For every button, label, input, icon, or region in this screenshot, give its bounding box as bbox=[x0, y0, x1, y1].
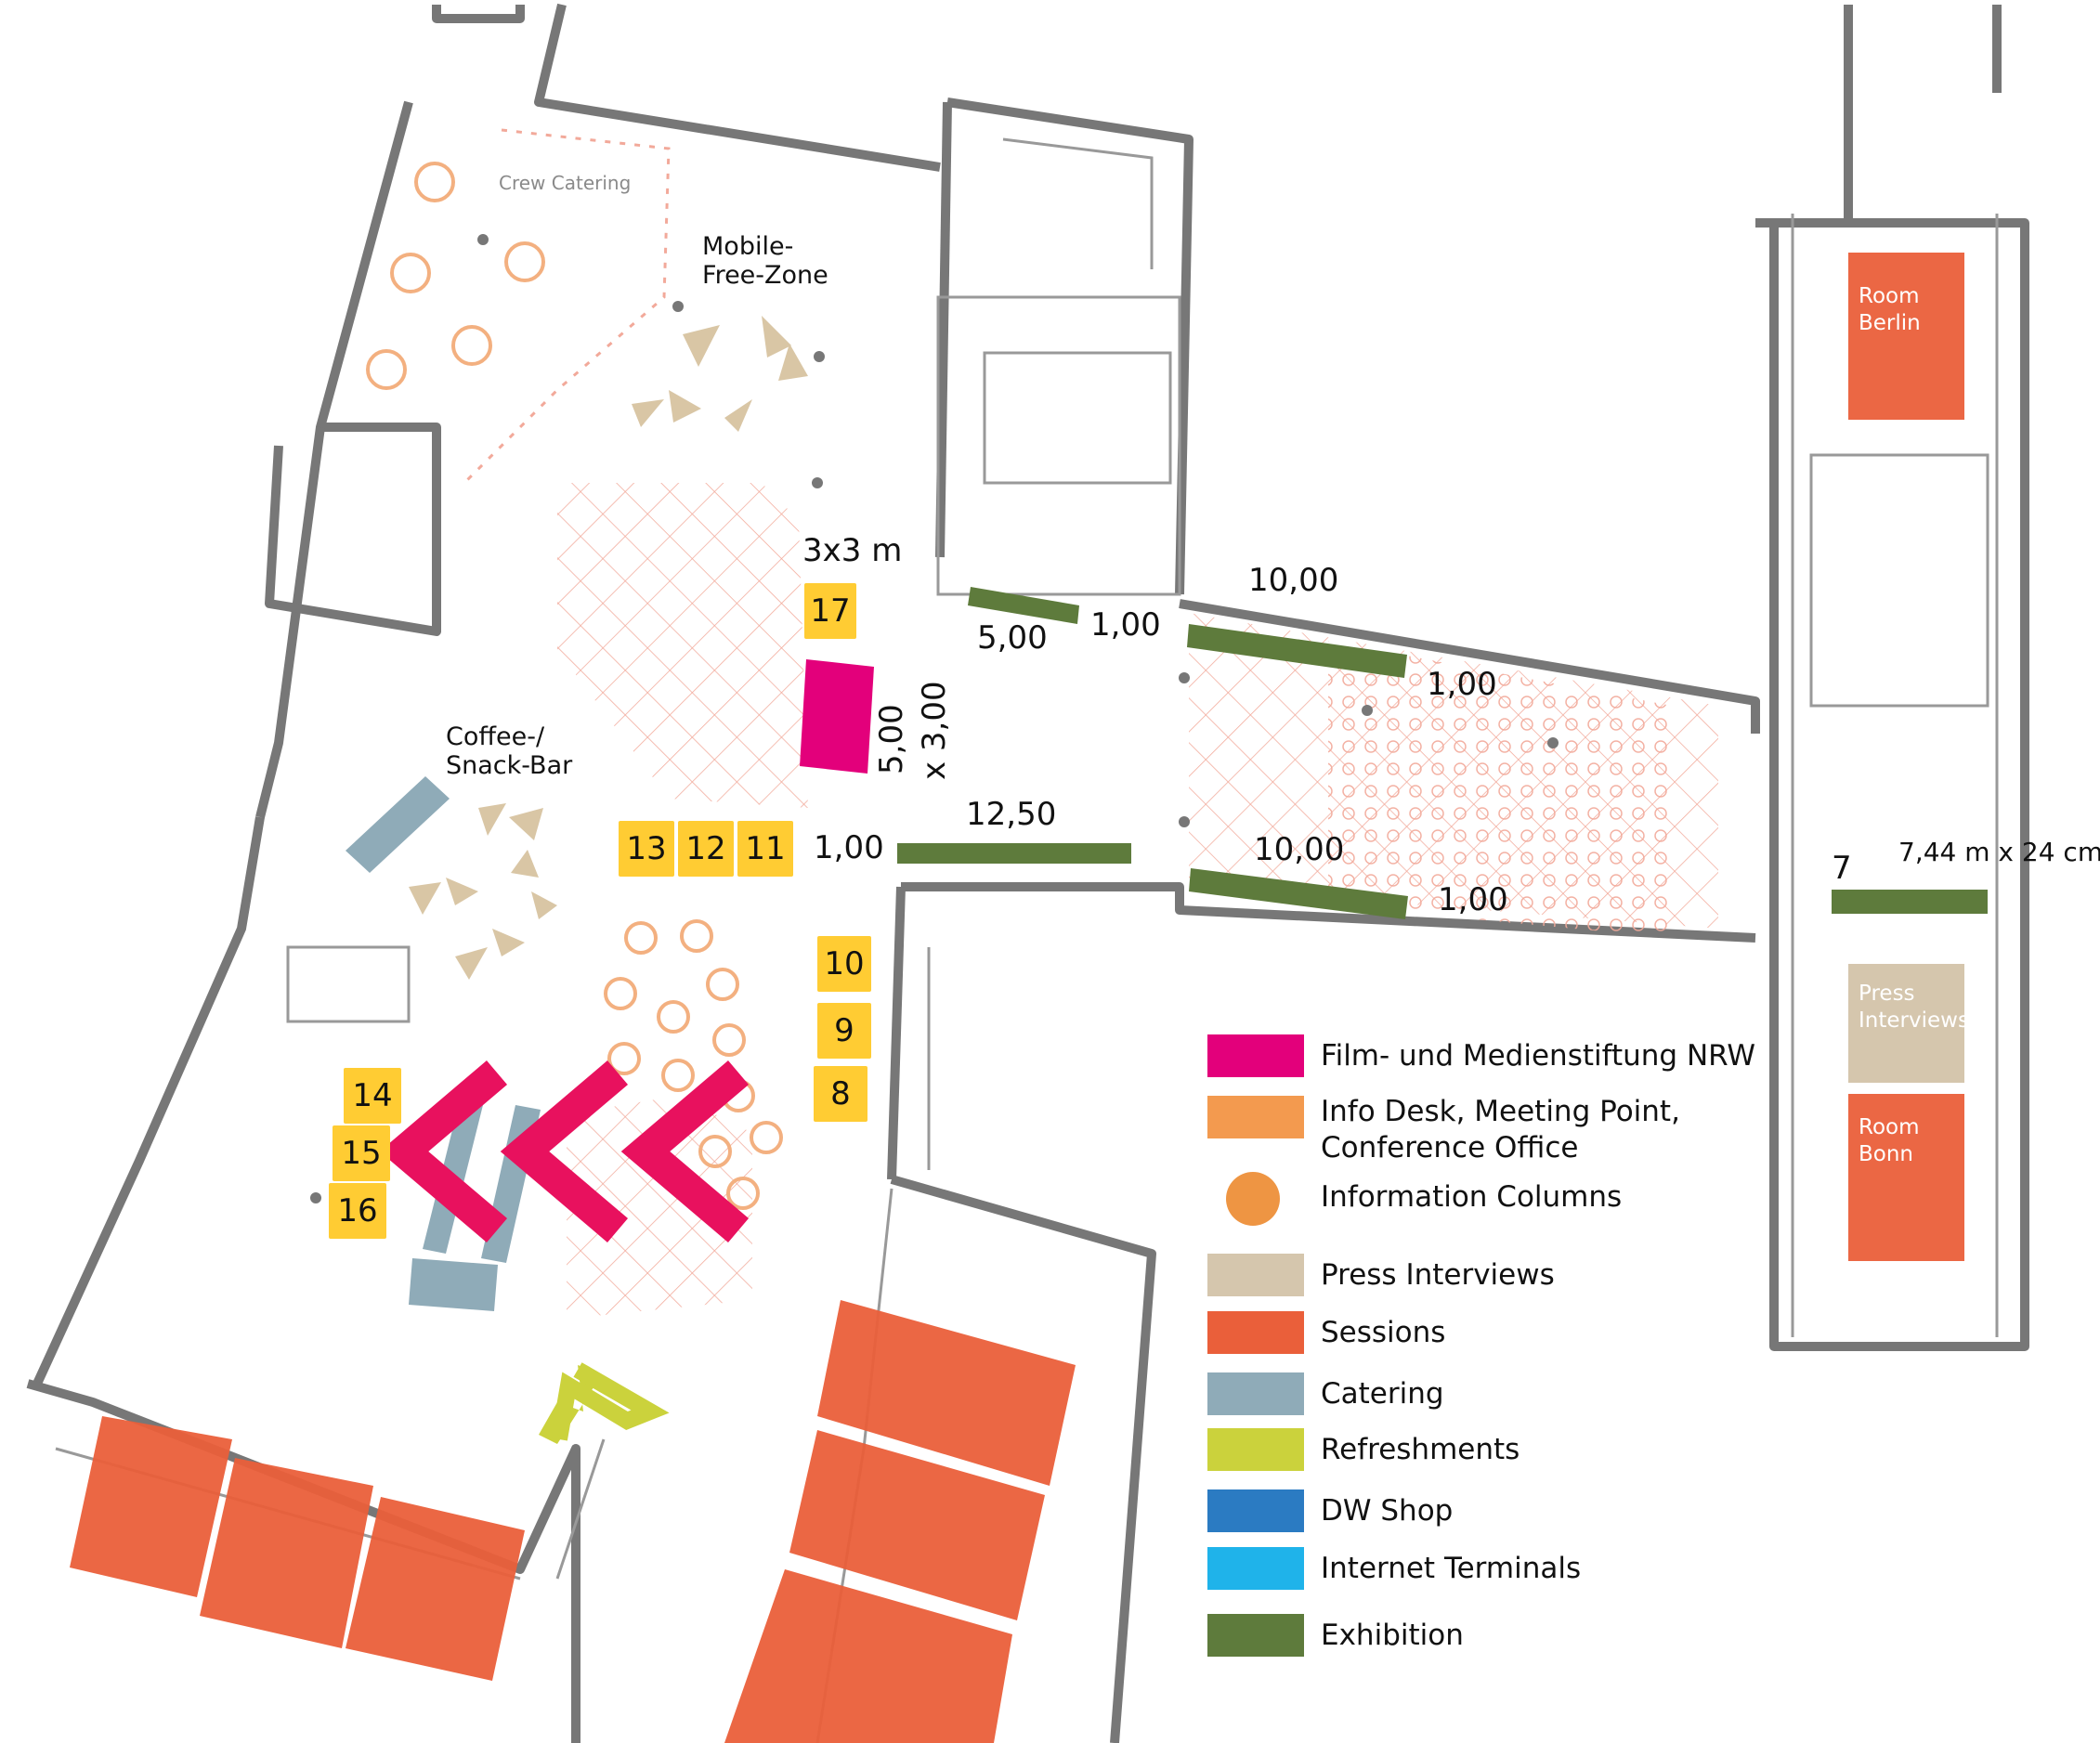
dimension-12-50: 12,50 bbox=[966, 796, 1057, 833]
booth-16: 16 bbox=[329, 1183, 386, 1239]
legend-label-film-stiftung: Film- und Medienstiftung NRW bbox=[1321, 1039, 1756, 1073]
legend-label-press-interviews: Press Interviews bbox=[1321, 1258, 1555, 1292]
legend-swatch-information-columns bbox=[1226, 1172, 1280, 1226]
dimension-10-00-top: 10,00 bbox=[1248, 562, 1339, 599]
booth-10: 10 bbox=[817, 936, 871, 992]
coffee-bar-label: Coffee-/ Snack-Bar bbox=[446, 722, 573, 781]
walls bbox=[26, 3, 2029, 1743]
legend-label-exhibition: Exhibition bbox=[1321, 1619, 1464, 1652]
booth-8: 8 bbox=[814, 1066, 867, 1122]
press-interviews-room bbox=[1848, 964, 1964, 1083]
catering-counters bbox=[346, 776, 541, 1311]
dimension-1-00-left: 1,00 bbox=[814, 829, 884, 866]
legend-swatch-exhibition bbox=[1207, 1614, 1304, 1657]
booth-14: 14 bbox=[344, 1068, 401, 1124]
dimension-x-3-00-vertical: x 3,00 bbox=[916, 681, 953, 780]
lounge-seating bbox=[409, 316, 808, 980]
exhibition-walls bbox=[897, 587, 1988, 919]
booth-15: 15 bbox=[333, 1125, 390, 1181]
legend-swatch-internet-terminals bbox=[1207, 1547, 1304, 1590]
direction-arrows bbox=[379, 1060, 750, 1242]
session-rooms bbox=[70, 253, 1964, 1743]
booth-size-label: 3x3 m bbox=[802, 532, 903, 569]
pillars bbox=[310, 234, 1559, 1203]
booth-7-label: 7 bbox=[1832, 850, 1852, 887]
legend-label-internet-terminals: Internet Terminals bbox=[1321, 1552, 1582, 1585]
booth-11: 11 bbox=[737, 821, 793, 877]
dimension-7-44: 7,44 m x 24 cm bbox=[1898, 837, 2100, 867]
booth-17: 17 bbox=[804, 583, 856, 639]
legend-swatch-sessions bbox=[1207, 1311, 1304, 1354]
legend-label-refreshments: Refreshments bbox=[1321, 1433, 1520, 1466]
legend-swatch-refreshments bbox=[1207, 1428, 1304, 1471]
dimension-1-00-top: 1,00 bbox=[1090, 606, 1161, 644]
legend-label-dw-shop: DW Shop bbox=[1321, 1494, 1454, 1528]
legend-label-catering: Catering bbox=[1321, 1377, 1444, 1411]
klang-installation-area bbox=[1328, 641, 1672, 938]
booth-12: 12 bbox=[678, 821, 734, 877]
legend-swatch-info-desk bbox=[1207, 1096, 1304, 1138]
hatched-area-central bbox=[557, 483, 808, 808]
dimension-1-00-right-top: 1,00 bbox=[1427, 666, 1497, 703]
press-interviews-label: Press Interviews bbox=[1859, 982, 1969, 1033]
refreshments-area bbox=[551, 1362, 670, 1441]
hatched-area-south bbox=[567, 1096, 752, 1319]
booth-9: 9 bbox=[817, 1003, 871, 1059]
legend-label-information-columns: Information Columns bbox=[1321, 1180, 1623, 1214]
legend-label-info-desk: Info Desk, Meeting Point, Conference Off… bbox=[1321, 1095, 1680, 1164]
room-bonn-label: Room Bonn bbox=[1859, 1115, 1920, 1166]
round-tables bbox=[366, 162, 783, 1210]
crew-catering-label: Crew Catering bbox=[499, 172, 632, 194]
booth-13: 13 bbox=[619, 821, 674, 877]
room-berlin-label: Room Berlin bbox=[1859, 284, 1921, 335]
escape-route-line bbox=[463, 128, 671, 485]
dimension-5-00-vertical: 5,00 bbox=[873, 704, 910, 774]
dimension-10-00-bottom: 10,00 bbox=[1254, 831, 1345, 868]
legend-swatch-press-interviews bbox=[1207, 1254, 1304, 1296]
legend-swatch-catering bbox=[1207, 1372, 1304, 1415]
dimension-1-00-right-bottom: 1,00 bbox=[1438, 881, 1508, 918]
dimension-5-00: 5,00 bbox=[977, 619, 1048, 657]
legend-label-sessions: Sessions bbox=[1321, 1316, 1446, 1349]
film-stiftung-booth bbox=[800, 659, 874, 774]
mobile-free-zone-label: Mobile- Free-Zone bbox=[702, 232, 828, 291]
legend-swatch-dw-shop bbox=[1207, 1489, 1304, 1532]
legend-swatch-film-stiftung bbox=[1207, 1034, 1304, 1077]
